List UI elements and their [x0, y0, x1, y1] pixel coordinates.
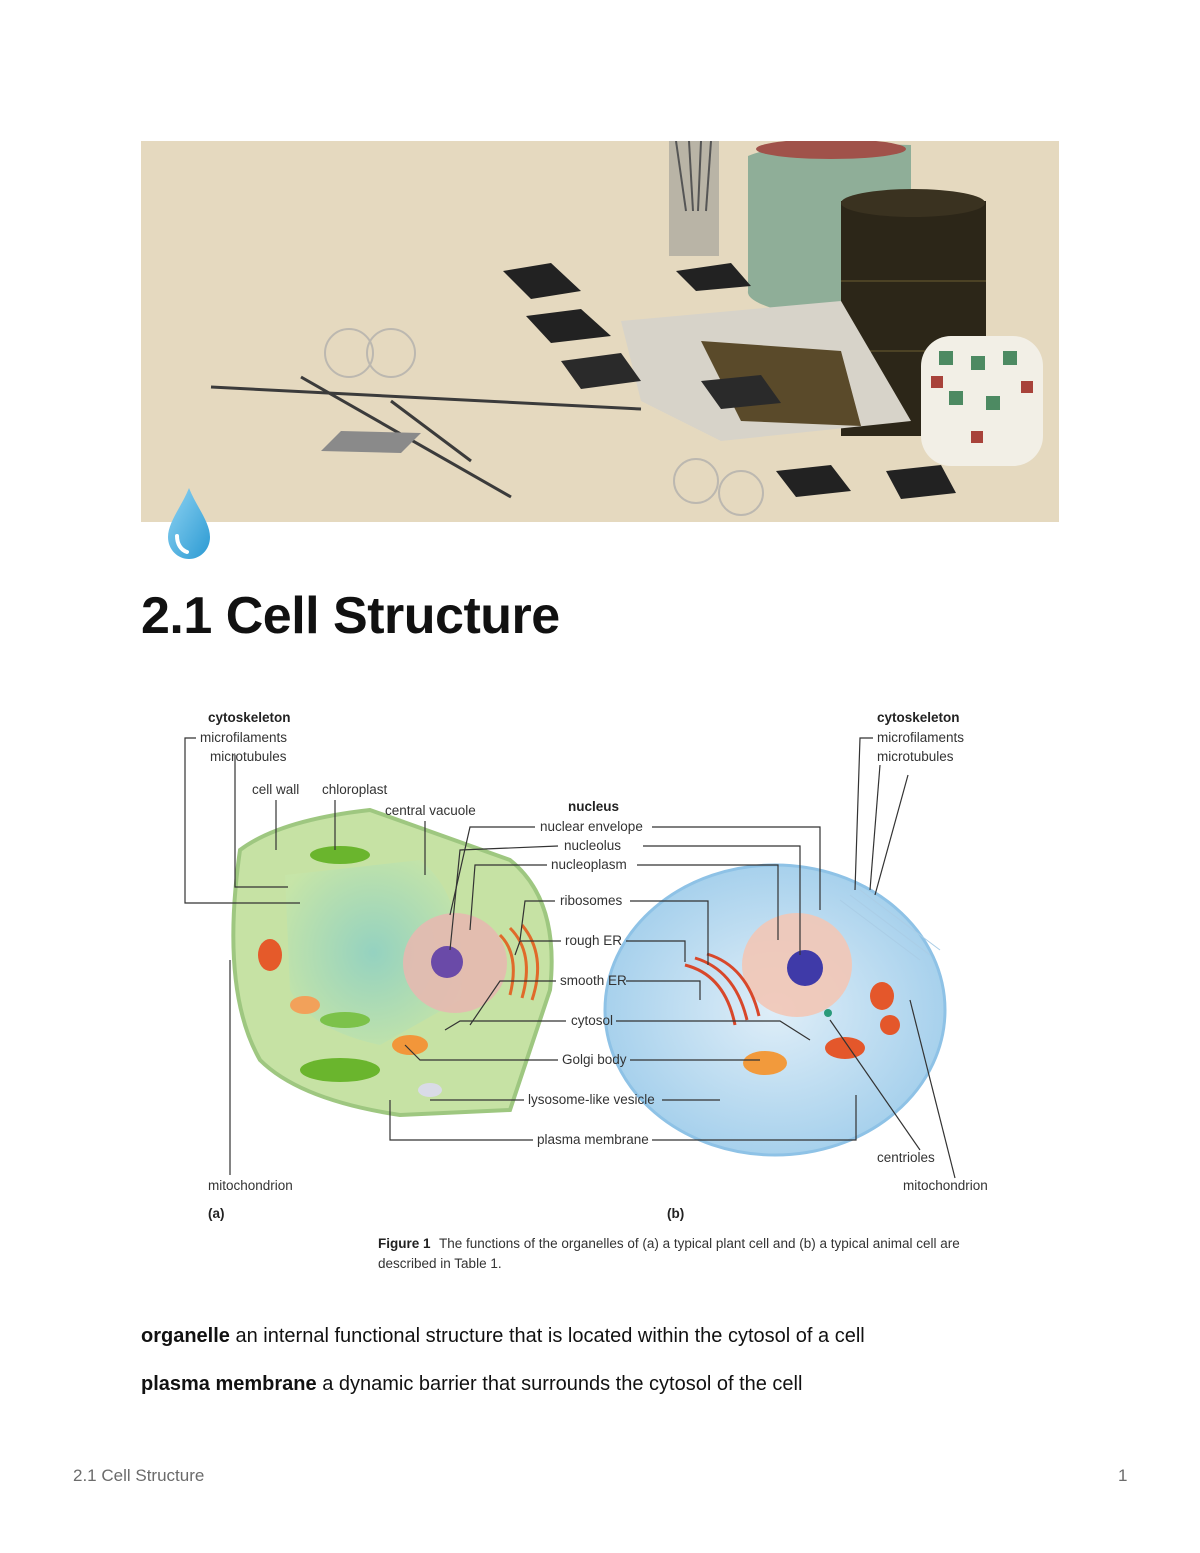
- label-smooth-er: smooth ER: [560, 973, 627, 988]
- footer-page-number: 1: [1118, 1466, 1128, 1485]
- page-title: 2.1 Cell Structure: [141, 587, 560, 645]
- label-cytoskeleton-a: cytoskeleton: [208, 710, 291, 725]
- label-rough-er: rough ER: [565, 933, 622, 948]
- label-mitochondrion-a: mitochondrion: [208, 1178, 293, 1193]
- term-organelle: organelle: [141, 1325, 230, 1347]
- caption-line-1: The functions of the organelles of (a) a…: [439, 1236, 960, 1251]
- label-nuclear-envelope: nuclear envelope: [540, 819, 643, 834]
- plant-cell-illustration: [231, 807, 554, 1118]
- label-microfilaments-b: microfilaments: [877, 730, 964, 745]
- definition-organelle: organelle an internal functional structu…: [141, 1322, 865, 1350]
- label-panel-b: (b): [667, 1206, 684, 1221]
- label-microtubules-a: microtubules: [210, 749, 287, 764]
- label-microtubules-b: microtubules: [877, 749, 954, 764]
- cover-image: [141, 141, 1059, 522]
- label-central-vacuole: central vacuole: [385, 803, 476, 818]
- label-microfilaments-a: microfilaments: [200, 730, 287, 745]
- label-cytosol: cytosol: [571, 1013, 613, 1028]
- label-mitochondrion-b: mitochondrion: [903, 1178, 988, 1193]
- label-chloroplast: chloroplast: [322, 782, 388, 797]
- droplet-icon: [162, 484, 216, 562]
- caption-line-2: described in Table 1.: [378, 1256, 502, 1271]
- animal-cell-illustration: [603, 863, 947, 1157]
- label-golgi-body: Golgi body: [562, 1052, 627, 1067]
- label-cell-wall: cell wall: [252, 782, 299, 797]
- definition-text-plasma-membrane: a dynamic barrier that surrounds the cyt…: [322, 1373, 803, 1395]
- label-lysosome-vesicle: lysosome-like vesicle: [528, 1092, 655, 1107]
- label-nucleoplasm: nucleoplasm: [551, 857, 627, 872]
- label-nucleolus: nucleolus: [564, 838, 621, 853]
- definition-text-organelle: an internal functional structure that is…: [235, 1325, 865, 1347]
- label-panel-a: (a): [208, 1206, 225, 1221]
- label-plasma-membrane: plasma membrane: [537, 1132, 649, 1147]
- caption-label: Figure 1: [378, 1236, 431, 1251]
- label-nucleus: nucleus: [568, 799, 619, 814]
- cell-diagram-figure: cytoskeleton microfilaments microtubules…: [180, 700, 1010, 1285]
- label-cytoskeleton-b: cytoskeleton: [877, 710, 960, 725]
- footer-title: 2.1 Cell Structure: [73, 1466, 205, 1485]
- term-plasma-membrane: plasma membrane: [141, 1373, 317, 1395]
- label-ribosomes: ribosomes: [560, 893, 623, 908]
- definition-plasma-membrane: plasma membrane a dynamic barrier that s…: [141, 1370, 802, 1398]
- label-centrioles: centrioles: [877, 1150, 935, 1165]
